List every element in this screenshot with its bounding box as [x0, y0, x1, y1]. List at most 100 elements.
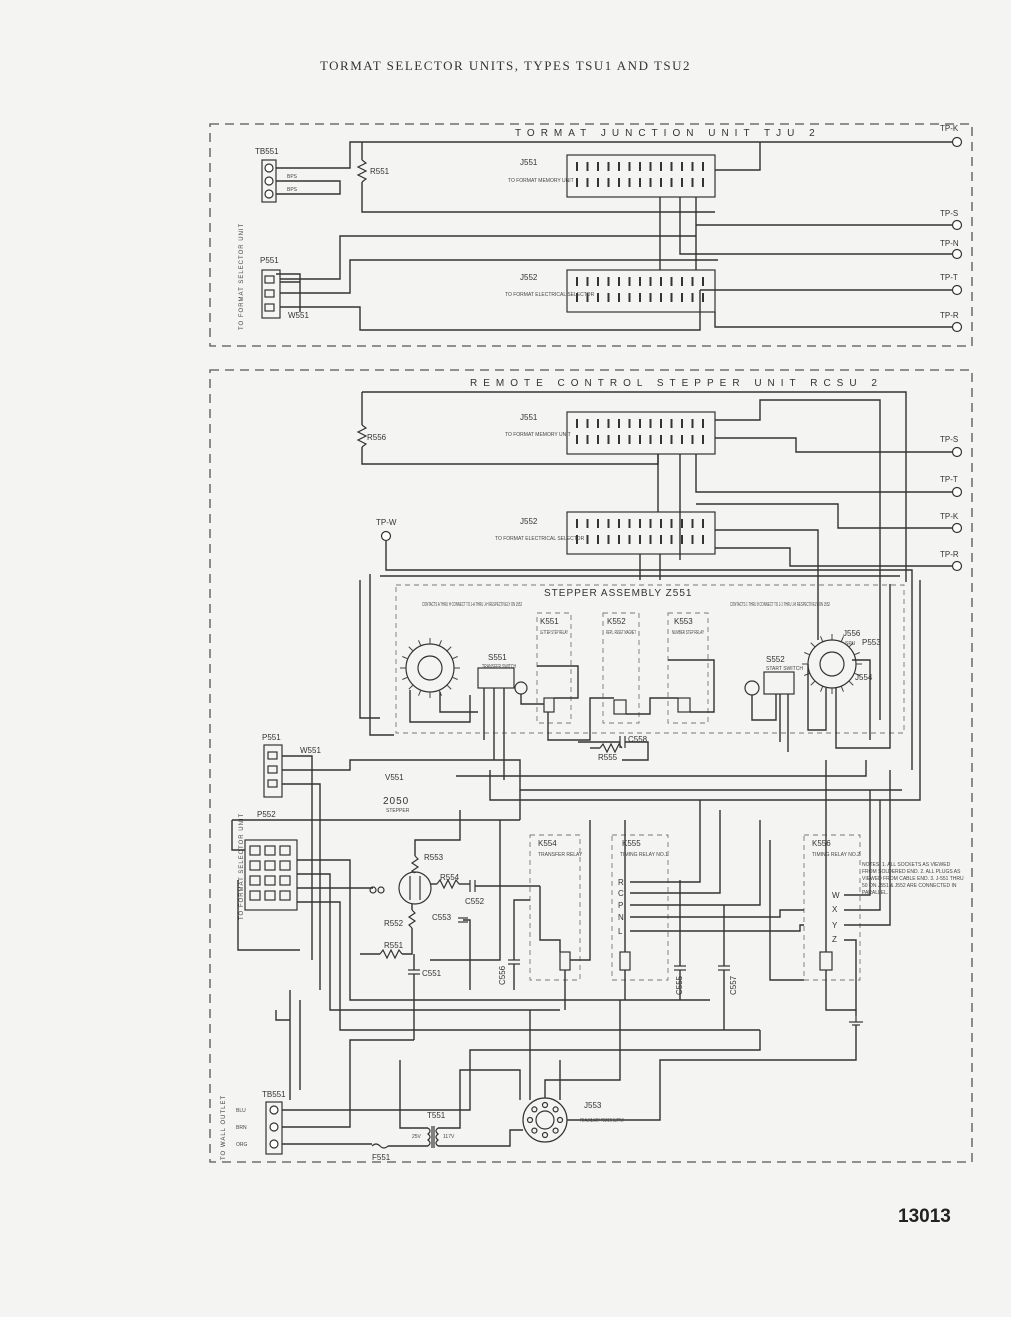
tju-p551-pin-1	[264, 275, 275, 284]
connector-pin	[618, 178, 620, 187]
c557-label: C557	[729, 975, 738, 995]
t551-transformer: T551 25V 117V F551	[371, 1111, 455, 1162]
k553-coil	[677, 697, 691, 713]
connector-pin	[681, 162, 683, 171]
j553-pin	[531, 1127, 538, 1134]
s551-label: S551	[488, 653, 507, 662]
wheel-left-ticks	[400, 638, 460, 698]
tju-j551-body	[566, 154, 716, 198]
wheel-contact	[408, 684, 414, 690]
k556-sub: TIMING RELAY NO.2	[812, 852, 860, 858]
stepper-wheel-left	[400, 638, 460, 698]
stepper-title: STEPPER ASSEMBLY Z551	[544, 588, 692, 599]
tju-tb551-term-label-1: BPS	[287, 174, 298, 180]
tju-vertical-label: TO FORMAT SELECTOR UNIT	[239, 223, 245, 330]
rcsu-p551: P551 W551 V551 2050 STEPPER	[262, 733, 410, 814]
r552-resistor	[407, 909, 417, 929]
tju-j552-body	[566, 269, 716, 313]
ground-symbol	[849, 1016, 863, 1026]
rcsu-test-points: TP-S TP-T TP-K TP-R TP-W	[376, 435, 963, 572]
rcsu-p552: P552	[244, 810, 298, 911]
k556-body	[803, 834, 861, 981]
connector-pin	[597, 419, 599, 428]
rcsu-vertical-label: TO FORMAT SELECTOR UNIT	[239, 813, 245, 920]
connector-pin	[681, 519, 683, 528]
connector-pin	[649, 435, 652, 444]
wheel-contact	[848, 680, 854, 686]
wheel-contact	[848, 642, 854, 648]
tju-j551-sub: TO FORMAT MEMORY UNIT	[508, 178, 574, 184]
rcsu-w551-label: W551	[300, 746, 321, 755]
c551-label: C551	[422, 969, 442, 978]
rcsu-tb551-term-2	[269, 1122, 279, 1132]
tube-heater-lead-1	[369, 886, 377, 894]
k556-coil	[819, 951, 833, 971]
p552-pin	[279, 845, 291, 856]
connector-pin	[576, 277, 578, 286]
tju-j552-pins	[576, 277, 704, 302]
connector-pin	[691, 162, 694, 171]
rcsu-j552-label: J552	[520, 517, 538, 526]
connector-pin	[702, 277, 704, 286]
connector-pin	[607, 277, 610, 286]
rcsu-p551-label: P551	[262, 733, 281, 742]
wheel-contact	[446, 684, 452, 690]
wheel-contact	[840, 636, 844, 643]
j553-pin	[526, 1116, 534, 1124]
k554-coil	[559, 951, 571, 971]
notes-block: NOTES: 1. ALL SOCKETS AS VIEWED FROM SOL…	[862, 862, 964, 896]
connector-pin	[628, 419, 631, 428]
rcsu-r556-resistor	[356, 424, 368, 448]
wheel-contact	[451, 656, 458, 660]
rcsu-p551-pin-2	[267, 765, 278, 774]
connector-pin	[607, 535, 610, 544]
connector-pin	[670, 535, 673, 544]
rcsu-j551: J551 TO FORMAT MEMORY UNIT	[505, 411, 716, 455]
rcsu-tp-s-jack	[951, 446, 963, 458]
connector-pin	[702, 519, 704, 528]
j553-pin	[541, 1101, 549, 1109]
connector-pin	[618, 435, 620, 444]
connector-pin	[628, 293, 631, 302]
tju-tb551-term-1	[264, 163, 274, 173]
r555-resistor	[599, 742, 623, 754]
p552-pin	[264, 845, 276, 856]
rcsu-tb551-label: TB551	[262, 1090, 286, 1099]
notes-text: NOTES: 1. ALL SOCKETS AS VIEWED FROM SOL…	[862, 862, 964, 896]
page-title: TORMAT SELECTOR UNITS, TYPES TSU1 AND TS…	[319, 58, 692, 73]
wheel-contact	[804, 672, 811, 676]
connector-pin	[702, 178, 704, 187]
connector-pin	[649, 162, 652, 171]
rcsu-p551-pin-3	[267, 779, 278, 788]
connector-pin	[670, 519, 673, 528]
rcsu-r556-label: R556	[367, 433, 387, 442]
k551-coil	[543, 697, 555, 713]
connector-pin	[660, 178, 662, 187]
r553-label: R553	[424, 853, 444, 862]
stepper-boundary	[395, 584, 905, 734]
connector-pin	[586, 277, 589, 286]
connector-pin	[586, 419, 589, 428]
tju-r551: R551	[356, 159, 390, 183]
k553-number-step-relay: K553 NUMBER STEP RELAY	[667, 612, 709, 724]
rcsu-j551-label: J551	[520, 413, 538, 422]
k551-letter-step-relay: K551 LETTER STEP RELAY	[536, 612, 572, 724]
connector-pin	[628, 277, 631, 286]
tju-r551-resistor	[356, 159, 368, 183]
tju-tp-r-jack	[951, 321, 963, 333]
connector-pin	[660, 435, 662, 444]
rcsu-r556: R556	[356, 424, 387, 448]
tju-tp-k-label: TP-K	[940, 124, 959, 133]
t551-primary	[427, 1127, 431, 1147]
j556-sub: SPU	[845, 641, 856, 647]
tju-test-points: TP-K TP-S TP-N TP-T TP-R	[940, 124, 963, 333]
c558-label: C558	[628, 735, 648, 744]
k555-pin-r: R	[618, 878, 624, 887]
connector-pin	[691, 419, 694, 428]
connector-pin	[691, 435, 694, 444]
k553-sub: NUMBER STEP RELAY	[672, 630, 704, 636]
c556-label: C556	[498, 965, 507, 985]
k554-body	[529, 834, 581, 981]
s551-sub: TRANSFER SWITCH	[482, 664, 516, 670]
p552-pin	[264, 890, 276, 901]
